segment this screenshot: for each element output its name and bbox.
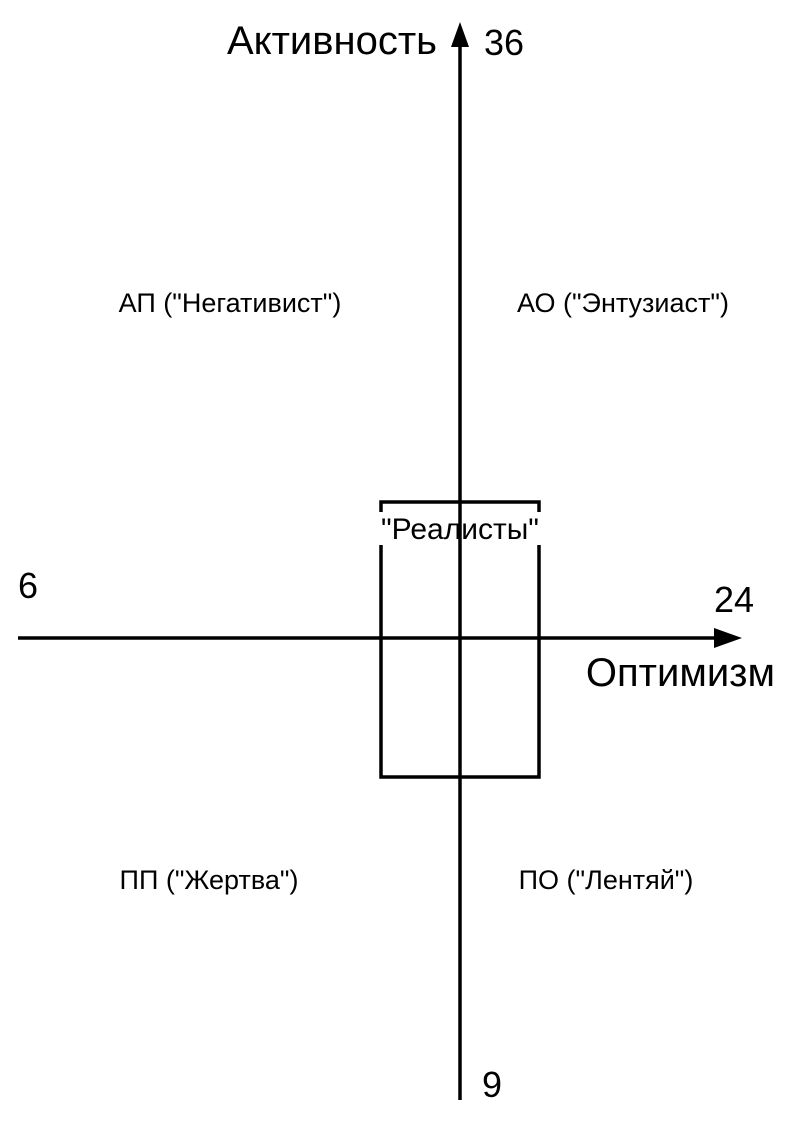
horizontal-axis-arrowhead bbox=[714, 628, 742, 648]
horizontal-axis-min-label: 6 bbox=[18, 565, 38, 606]
quadrant-label-top-right: АО ("Энтузиаст") bbox=[517, 288, 729, 318]
horizontal-axis-title: Оптимизм bbox=[586, 651, 775, 695]
vertical-axis-max-label: 36 bbox=[484, 22, 524, 63]
vertical-axis-arrowhead bbox=[451, 22, 469, 47]
vertical-axis-title: Активность bbox=[227, 19, 437, 63]
quadrant-label-bottom-left: ПП ("Жертва") bbox=[120, 865, 299, 895]
horizontal-axis-max-label: 24 bbox=[714, 579, 754, 620]
realists-label: "Реалисты" bbox=[381, 513, 539, 546]
quadrant-label-top-left: АП ("Негативист") bbox=[119, 288, 342, 318]
vertical-axis-min-label: 9 bbox=[482, 1064, 502, 1105]
quadrant-label-bottom-right: ПО ("Лентяй") bbox=[519, 865, 694, 895]
